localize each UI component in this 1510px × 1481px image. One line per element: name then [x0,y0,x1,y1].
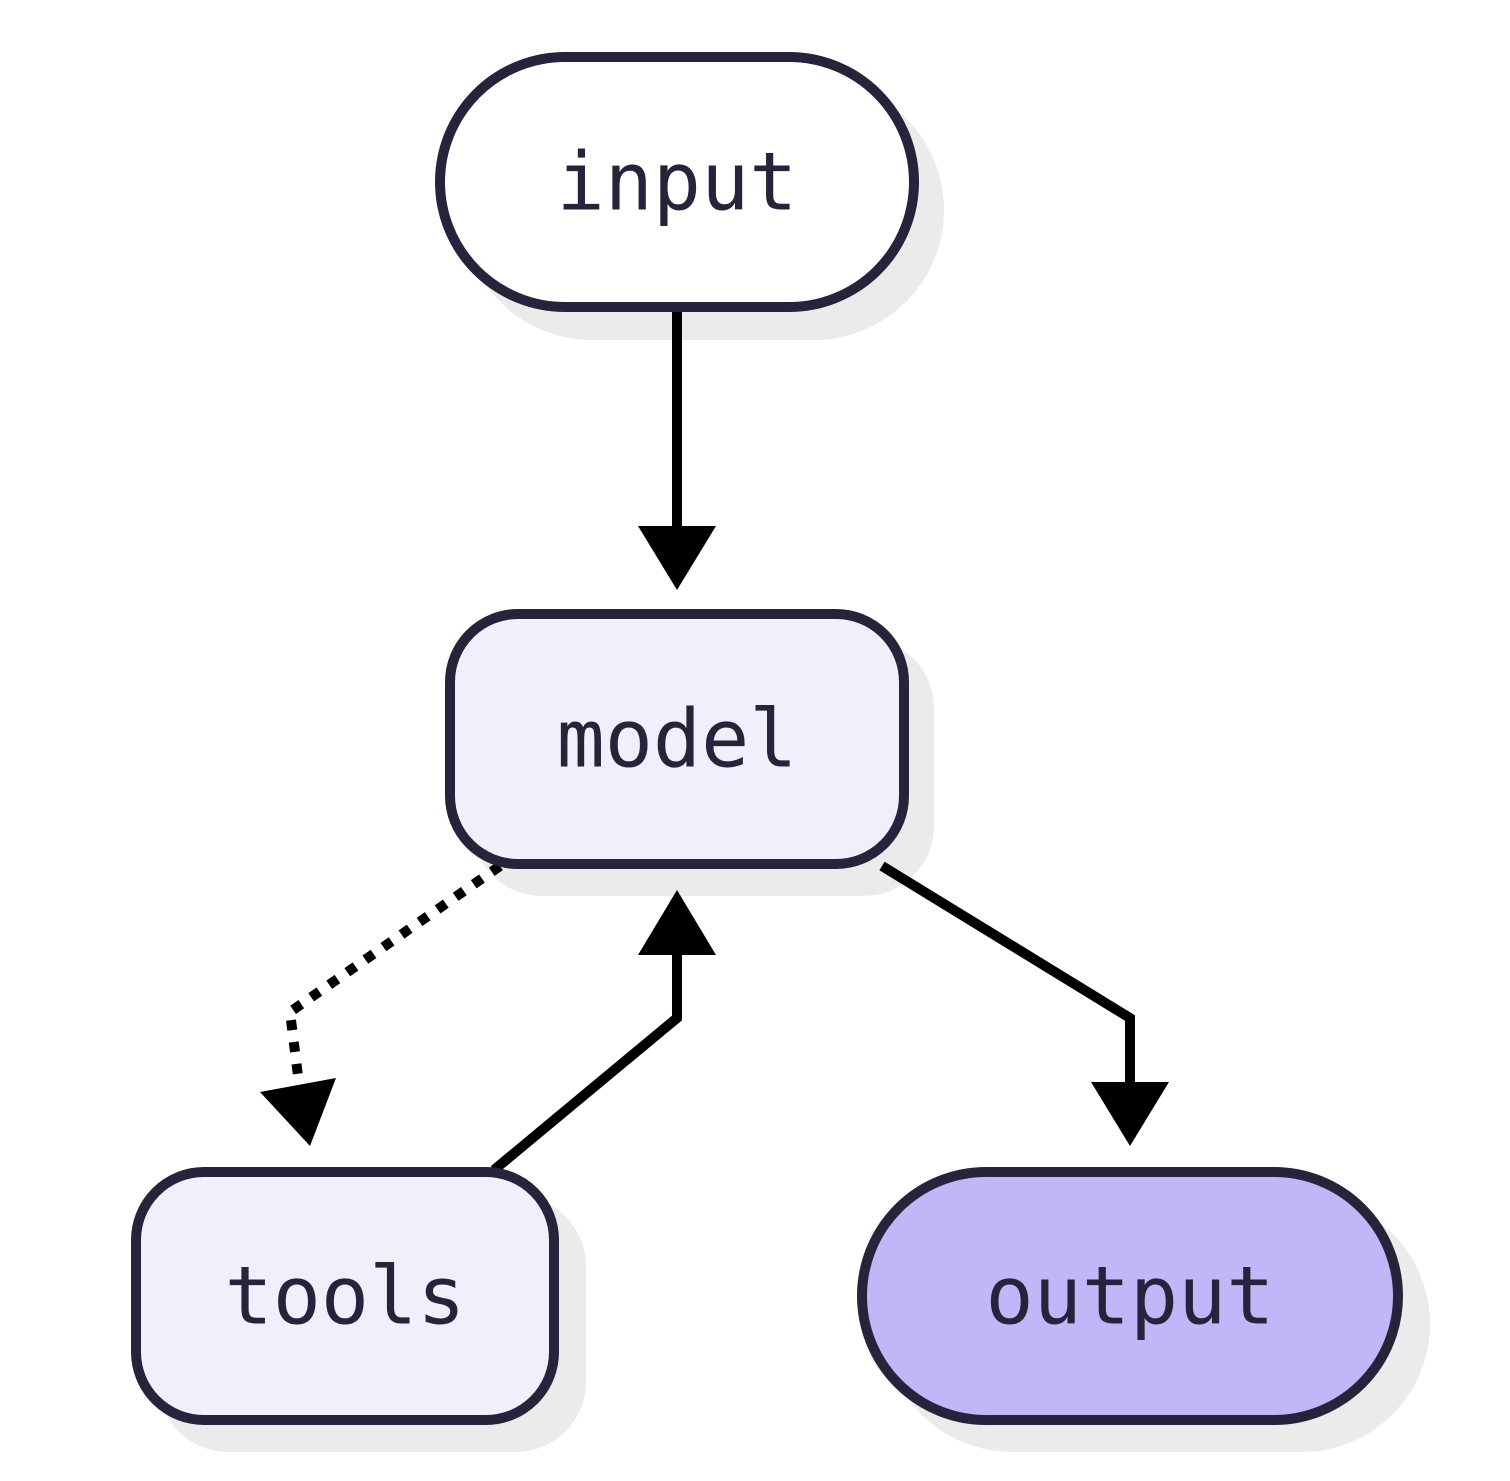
input-node-shape [435,52,919,312]
edge-tools-to-model [490,944,682,1174]
output-node-label: output [986,1250,1275,1343]
arrowhead-model-to-tools [260,1078,336,1146]
node-tools[interactable]: tools [131,1167,559,1425]
edge-model-to-tools [284,861,503,1093]
node-output[interactable]: output [857,1167,1403,1425]
arrowhead-input-to-model [638,526,716,590]
tools-node-label: tools [225,1250,466,1343]
edge-model-to-output [879,861,1135,1094]
input-node-label: input [557,136,798,229]
model-node-shape [445,609,909,869]
node-input[interactable]: input [435,52,919,312]
arrowhead-tools-to-model [638,890,716,955]
output-node-shape [857,1167,1403,1425]
tools-node-shape [131,1167,559,1425]
model-node-label: model [557,693,798,786]
arrowhead-model-to-output [1091,1082,1169,1146]
node-model[interactable]: model [445,609,909,869]
